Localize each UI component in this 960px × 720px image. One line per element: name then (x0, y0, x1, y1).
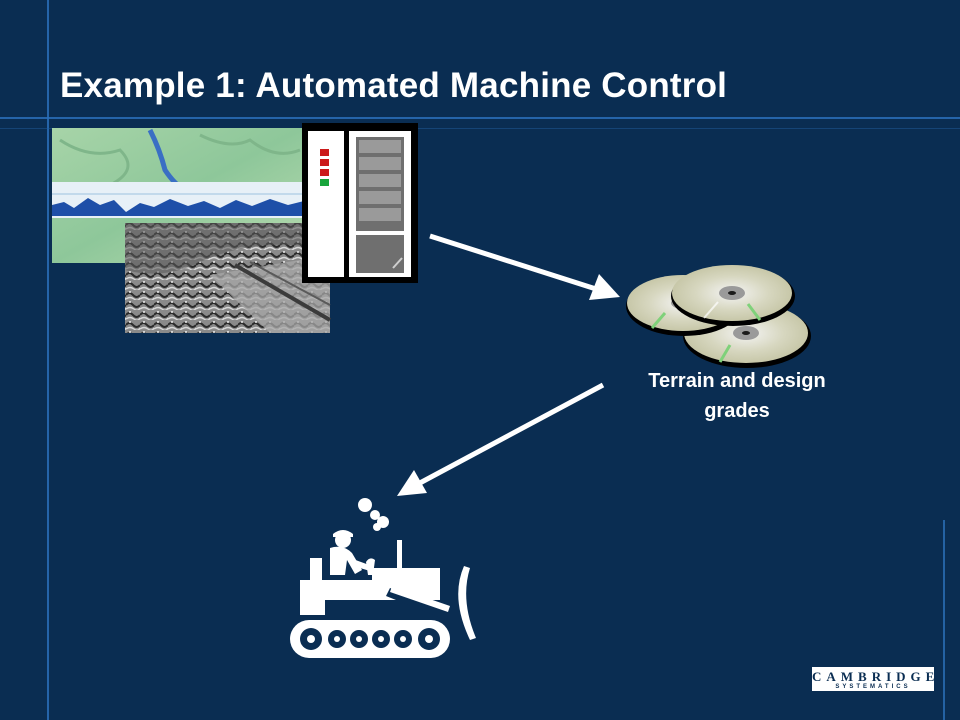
bulldozer-icon (290, 498, 476, 658)
cd-discs-icon (626, 265, 811, 368)
server-tower-icon (302, 123, 418, 283)
arrow-to-bulldozer (397, 382, 605, 496)
vertical-rule (47, 0, 49, 720)
horizontal-rule (0, 117, 960, 119)
terrain-3d-image (125, 223, 332, 333)
horizontal-rule-thin (0, 128, 960, 129)
logo-name: CAMBRIDGE (812, 669, 940, 684)
logo-subtitle: SYSTEMATICS (835, 684, 911, 690)
arrow-to-discs (429, 233, 620, 300)
cambridge-systematics-logo: CAMBRIDGE SYSTEMATICS (812, 664, 934, 694)
discs-caption: Terrain and design grades (648, 370, 826, 422)
right-rule (943, 520, 945, 720)
slide-title: Example 1: Automated Machine Control (60, 66, 728, 105)
logo-bottom-bar (812, 691, 934, 694)
logo-top-bar (812, 664, 934, 667)
